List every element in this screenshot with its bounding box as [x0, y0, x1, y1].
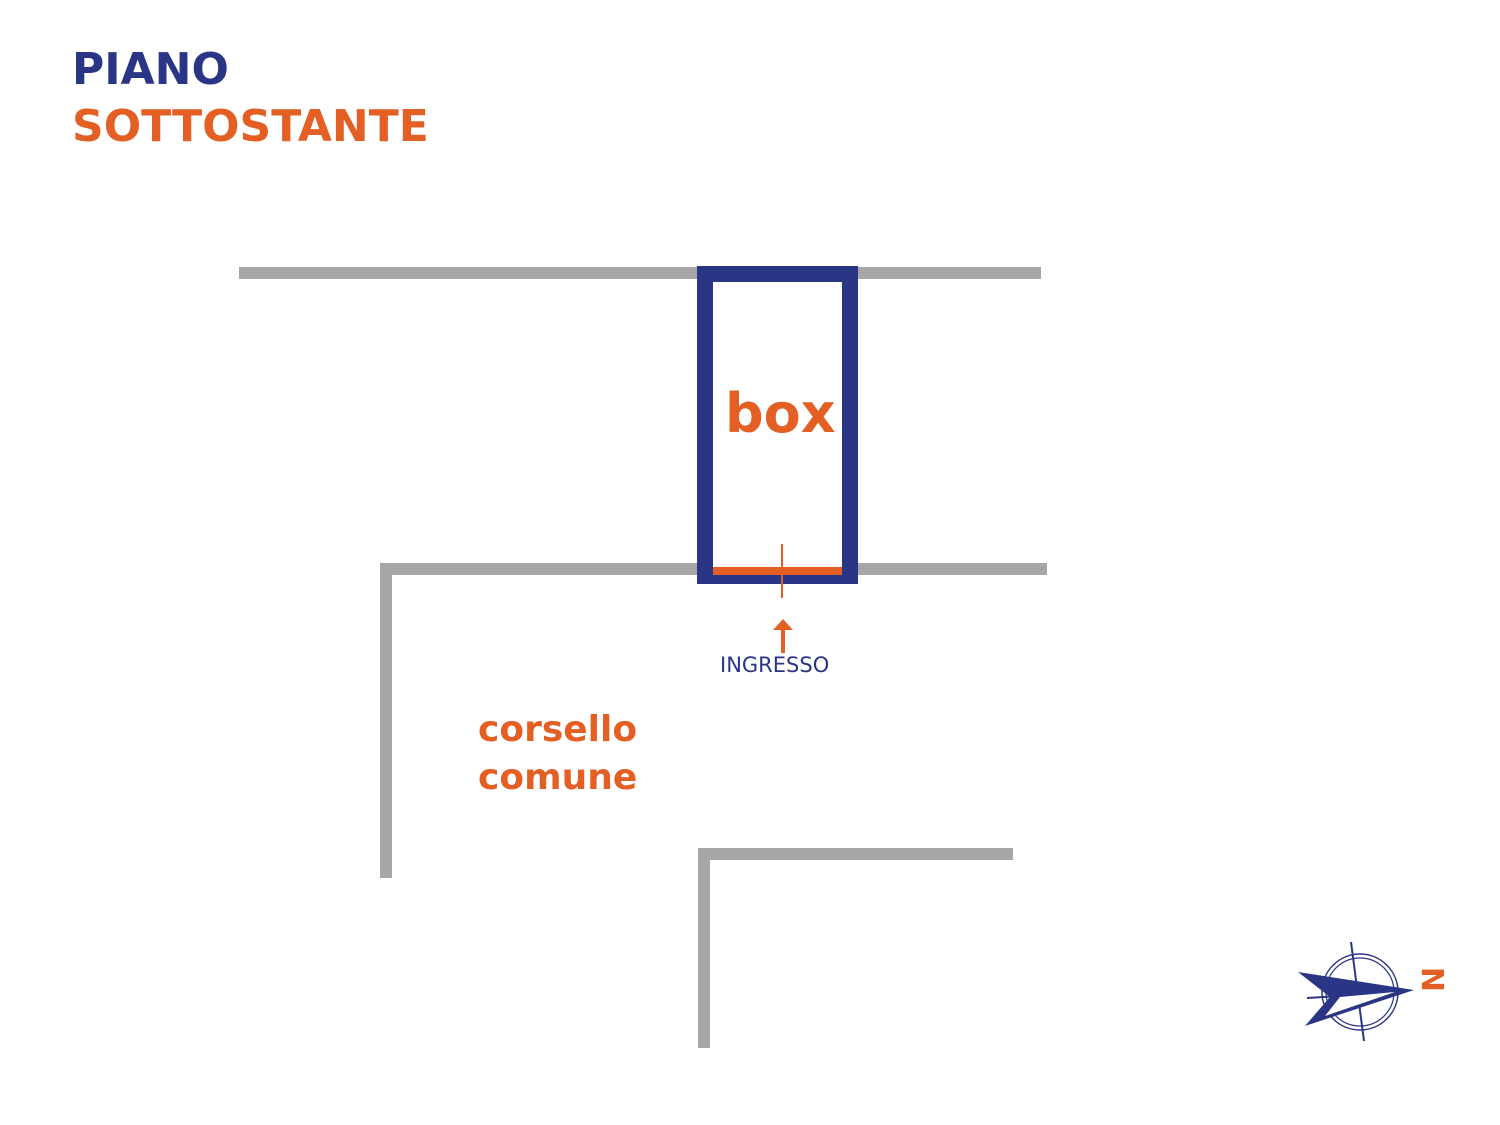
- compass-rose-icon: [1298, 941, 1414, 1042]
- title-line2: SOTTOSTANTE: [72, 101, 429, 152]
- box-outline: [697, 266, 858, 584]
- title-line1: PIANO: [72, 44, 229, 95]
- aisle-label: corsello comune: [478, 706, 637, 802]
- entrance-label: INGRESSO: [720, 653, 830, 677]
- aisle-label-line2: comune: [478, 757, 638, 798]
- north-label: N: [1417, 966, 1453, 993]
- arrow-up-icon: [773, 619, 793, 653]
- wall-bottom: [698, 848, 1013, 1048]
- box-label: box: [725, 382, 836, 445]
- aisle-label-line1: corsello: [478, 709, 638, 750]
